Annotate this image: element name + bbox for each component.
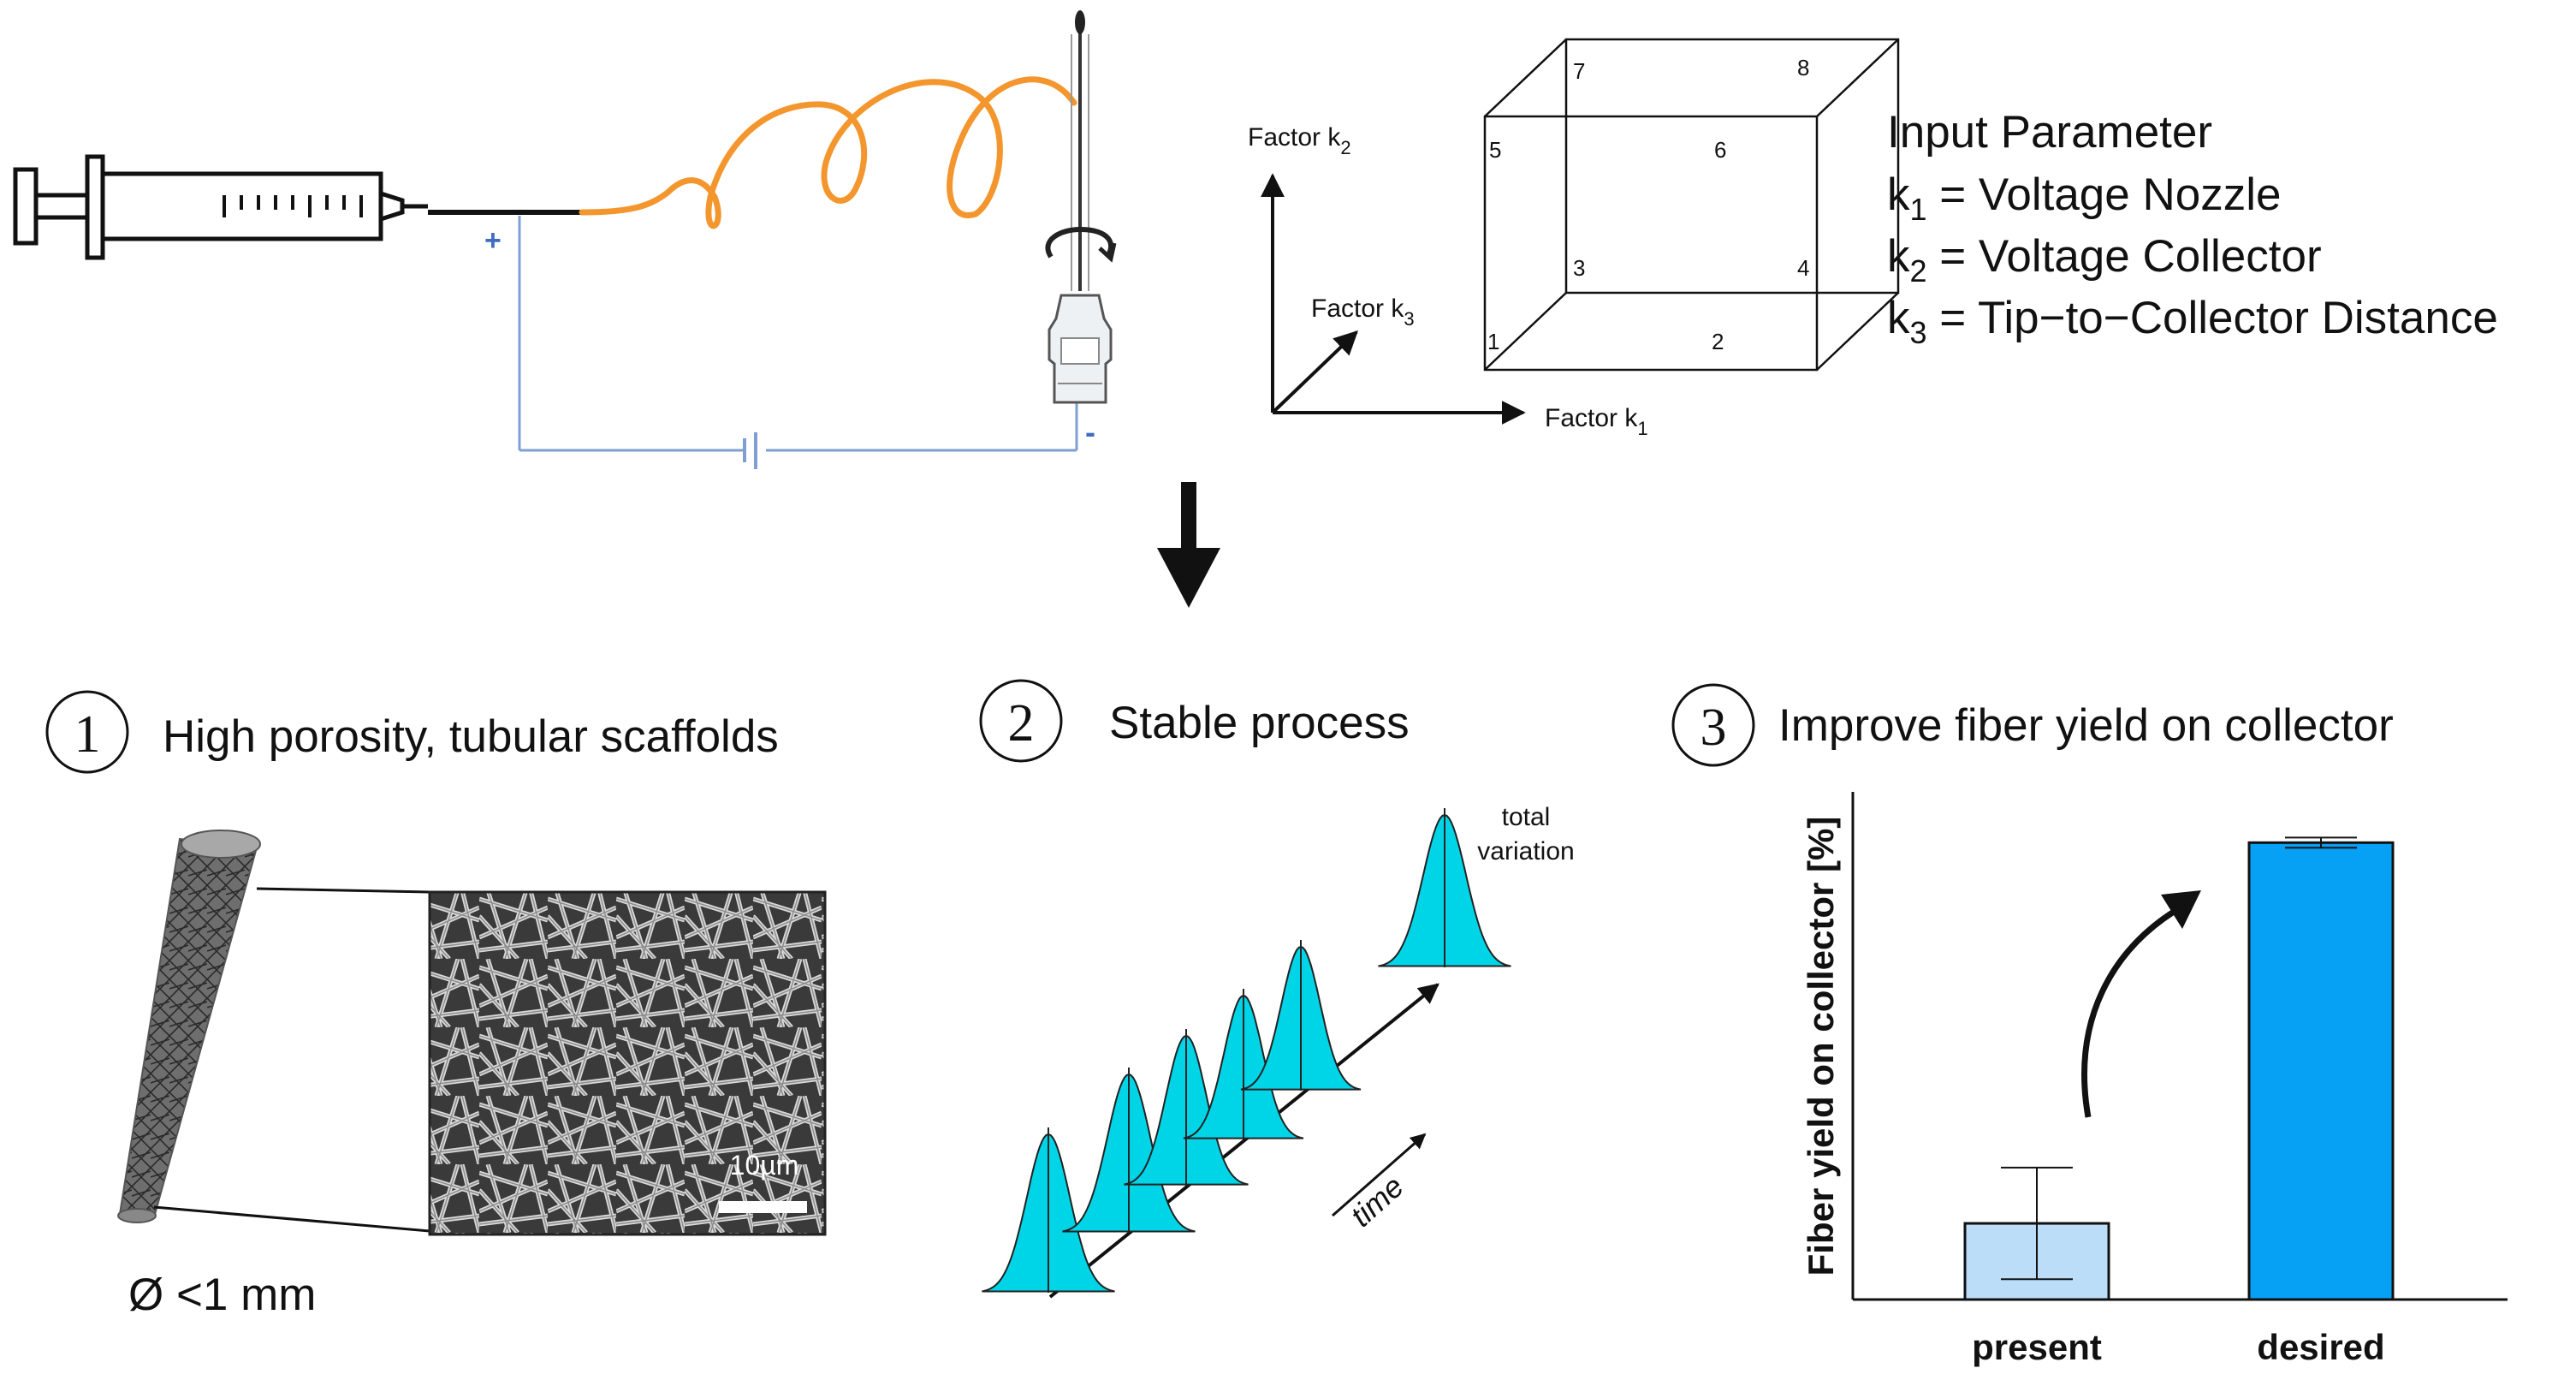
doe-cube	[1483, 38, 1900, 372]
input-parameter-k1: k1 = Voltage Nozzle	[1887, 170, 2282, 227]
variation-distribution-chart: total variation time	[982, 803, 1575, 1299]
bar-desired	[2247, 841, 2395, 1301]
goal-1-title: High porosity, tubular scaffolds	[163, 711, 779, 762]
axis-k1-label: Factor k1	[1545, 404, 1648, 439]
zoom-line-bottom	[153, 1205, 430, 1233]
chart-y-axis-label: Fiber yield on collector [%]	[1801, 817, 1841, 1276]
cube-label-6: 6	[1714, 137, 1726, 163]
goal-3-number: 3	[1701, 699, 1727, 757]
cube-label-3: 3	[1573, 255, 1585, 281]
improvement-arrow	[2081, 909, 2175, 1118]
total-variation-label-line1: total	[1502, 803, 1551, 831]
electrospinning-setup: + -	[13, 10, 1117, 469]
total-variation-label-line2: variation	[1477, 837, 1574, 866]
scale-bar	[719, 1201, 807, 1213]
axis-k3	[1271, 330, 1359, 414]
goal-2: 2 Stable process total variation time	[979, 679, 1575, 1299]
scale-bar-label: 10µm	[730, 1150, 799, 1181]
tubular-scaffold	[117, 830, 261, 1223]
collector-needle-tip	[1075, 10, 1085, 34]
positive-terminal-label: +	[484, 224, 502, 257]
electrical-circuit	[518, 216, 1078, 469]
x-tick-label-desired: desired	[2257, 1327, 2384, 1367]
time-arrow	[1332, 1133, 1427, 1217]
goal-1-number: 1	[74, 705, 101, 764]
negative-terminal-label: -	[1085, 414, 1095, 449]
cube-corner-labels: 1 2 3 4 5 6 7 8	[1487, 55, 1809, 354]
goal-1-number-circle	[45, 690, 129, 774]
goal-2-number-circle	[979, 679, 1063, 763]
cube-label-7: 7	[1573, 58, 1585, 84]
rotation-arrow-icon	[1045, 226, 1114, 259]
zoom-line-top	[256, 887, 430, 894]
goal-2-title: Stable process	[1109, 698, 1410, 748]
syringe	[13, 154, 428, 260]
input-parameter-title: Input Parameter	[1887, 107, 2212, 158]
cube-label-8: 8	[1797, 55, 1809, 80]
fiber-yield-bar-chart: Fiber yield on collector [%] present desi…	[1801, 792, 2508, 1367]
input-parameters: Input Parameter k1 = Voltage Nozzle k2 =…	[1887, 107, 2498, 350]
diameter-label: Ø <1 mm	[128, 1270, 316, 1320]
goal-3-title: Improve fiber yield on collector	[1778, 700, 2394, 751]
cube-label-5: 5	[1489, 137, 1501, 163]
syringe-plunger-rod	[33, 193, 90, 220]
axis-k2-label: Factor k2	[1248, 123, 1351, 158]
goal-1: 1 High porosity, tubular scaffolds 10µm …	[45, 690, 827, 1320]
cube-label-4: 4	[1797, 255, 1809, 281]
flow-down-arrow	[1157, 482, 1220, 608]
process-trend-arrow	[1048, 983, 1439, 1299]
cube-label-2: 2	[1712, 329, 1724, 354]
improvement-arrow-head	[2161, 890, 2201, 929]
syringe-graduations	[223, 195, 363, 217]
distribution-curves	[982, 808, 1511, 1293]
goal-3: 3 Improve fiber yield on collector Fiber…	[1671, 683, 2508, 1367]
sem-image: 10µm	[428, 890, 827, 1236]
polymer-fiber-jet	[579, 76, 1077, 229]
syringe-plunger-cap	[13, 167, 39, 246]
rotating-collector	[1045, 10, 1117, 404]
cube-label-1: 1	[1487, 329, 1499, 354]
input-parameter-k3: k3 = Tip−to−Collector Distance	[1887, 293, 2498, 350]
goal-3-number-circle	[1671, 683, 1755, 767]
goal-2-number: 2	[1008, 694, 1035, 752]
syringe-flange	[85, 154, 105, 260]
x-tick-label-present: present	[1972, 1327, 2102, 1367]
input-parameter-k2: k2 = Voltage Collector	[1887, 231, 2322, 289]
factor-axes: Factor k2 Factor k3 Factor k1	[1248, 123, 1648, 439]
syringe-tip	[378, 190, 405, 223]
axis-k3-label: Factor k3	[1311, 294, 1415, 330]
time-label: time	[1344, 1169, 1410, 1234]
